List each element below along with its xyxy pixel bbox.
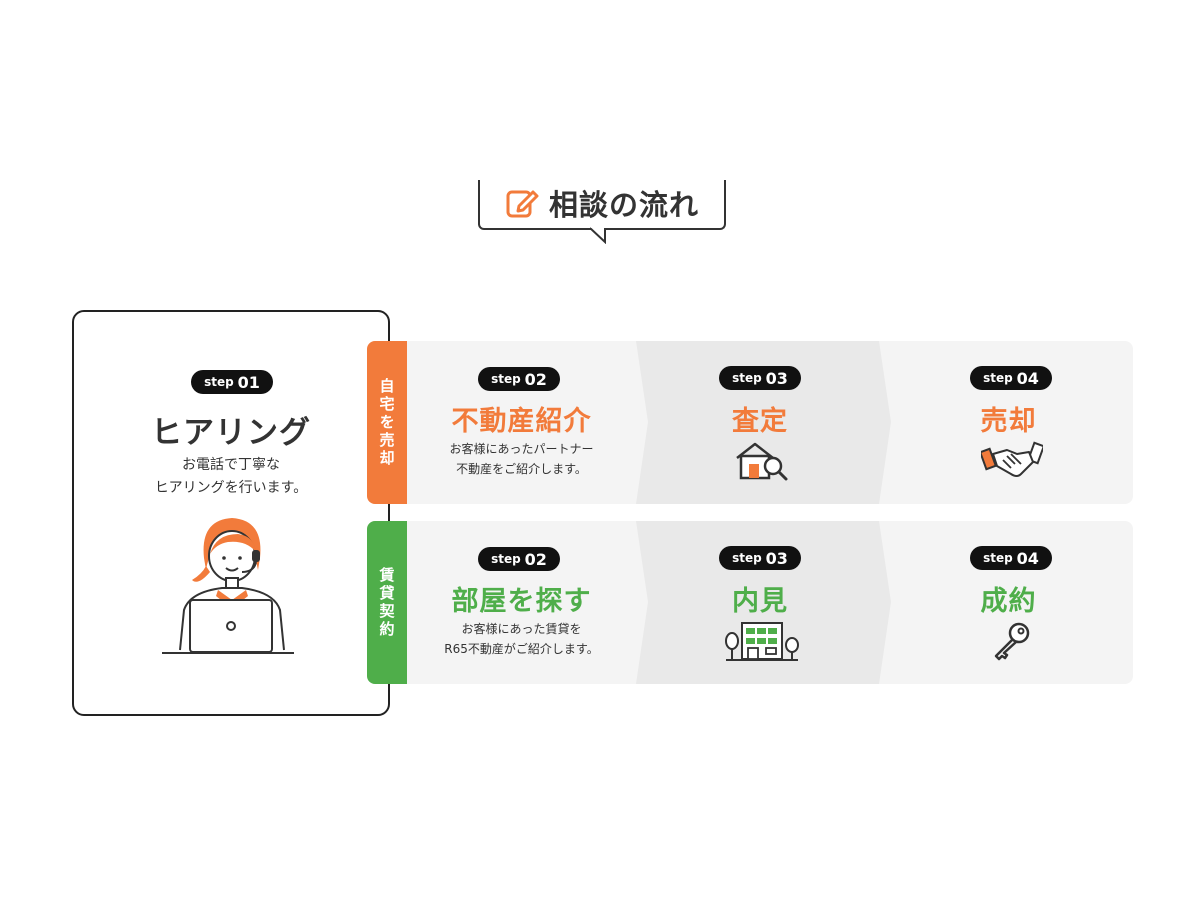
row-background — [636, 341, 891, 504]
edit-icon — [506, 190, 539, 218]
step1-card: step 01 ヒアリング お電話で丁寧な ヒアリングを行います。 — [72, 310, 390, 716]
rental-step2: step 02 部屋を探す お客様にあった賃貸を R65不動産がご紹介します。 — [407, 521, 636, 684]
rental-step2-heading: 部屋を探す — [451, 586, 592, 617]
row-background — [636, 521, 891, 684]
page-title: 相談の流れ — [548, 188, 699, 222]
step1-description: お電話で丁寧な ヒアリングを行います。 — [74, 454, 388, 500]
bubble-tail — [590, 226, 606, 244]
sell-step2-heading: 不動産紹介 — [451, 406, 592, 437]
rental-step3-badge-num: 03 — [765, 548, 788, 568]
sell-step4-heading: 売却 — [980, 406, 1037, 437]
rental-step2-line2: R65不動産がご紹介します。 — [444, 642, 599, 656]
sell-step3-badge: step 03 — [719, 366, 801, 390]
sell-step3-badge-num: 03 — [765, 368, 788, 388]
rental-step3-badge: step 03 — [719, 546, 801, 570]
sell-step4-badge-prefix: step — [983, 371, 1013, 385]
rental-step3: step 03 内見 — [636, 521, 884, 684]
rental-step3-heading: 内見 — [732, 586, 788, 617]
title-bubble: 相談の流れ — [478, 180, 726, 244]
sell-step3-heading: 査定 — [732, 406, 788, 437]
step1-desc-line2: ヒアリングを行います。 — [154, 480, 308, 496]
sell-step2-description: お客様にあったパートナー 不動産をご紹介します。 — [407, 439, 636, 479]
step1-badge: step 01 — [191, 370, 273, 394]
title-row: 相談の流れ — [480, 180, 724, 226]
rental-step4-badge-num: 04 — [1016, 548, 1039, 568]
tab-sell-home-label: 自宅を売却 — [377, 377, 396, 468]
rental-step3-badge-prefix: step — [732, 551, 762, 565]
sell-step2-badge-prefix: step — [491, 372, 521, 386]
house-search-icon — [736, 442, 788, 481]
flow-row-sell: step 02 不動産紹介 お客様にあったパートナー 不動産をご紹介します。 s… — [407, 341, 1133, 504]
step1-badge-prefix: step — [204, 375, 234, 389]
rental-step2-line1: お客様にあった賃貸を — [461, 622, 582, 636]
step1-heading: ヒアリング — [151, 415, 311, 451]
tab-rental-contract: 賃貸契約 — [367, 521, 407, 684]
rental-step2-description: お客様にあった賃貸を R65不動産がご紹介します。 — [407, 619, 636, 659]
sell-step4: step 04 売却 — [884, 341, 1133, 504]
tab-rental-contract-label: 賃貸契約 — [377, 566, 396, 639]
operator-illustration — [162, 518, 294, 654]
rental-step4-badge-prefix: step — [983, 551, 1013, 565]
sell-step3: step 03 査定 — [636, 341, 884, 504]
tab-sell-home: 自宅を売却 — [367, 341, 407, 504]
sell-step4-badge: step 04 — [970, 366, 1052, 390]
handshake-icon — [981, 441, 1043, 477]
step1-desc-line1: お電話で丁寧な — [182, 457, 280, 473]
step1-badge-num: 01 — [237, 372, 260, 392]
rental-step2-badge-num: 02 — [524, 549, 547, 569]
rental-step4-badge: step 04 — [970, 546, 1052, 570]
sell-step2-line1: お客様にあったパートナー — [449, 442, 594, 456]
rental-step2-badge-prefix: step — [491, 552, 521, 566]
sell-step2-badge: step 02 — [478, 367, 560, 391]
rental-step4-heading: 成約 — [980, 586, 1037, 617]
sell-step3-badge-prefix: step — [732, 371, 762, 385]
rental-step2-badge: step 02 — [478, 547, 560, 571]
sell-step2-badge-num: 02 — [524, 369, 547, 389]
sell-step2-line2: 不動産をご紹介します。 — [456, 462, 587, 476]
sell-step2: step 02 不動産紹介 お客様にあったパートナー 不動産をご紹介します。 — [407, 341, 636, 504]
flow-row-rental: step 02 部屋を探す お客様にあった賃貸を R65不動産がご紹介します。 … — [407, 521, 1133, 684]
rental-step4: step 04 成約 — [884, 521, 1133, 684]
key-icon — [994, 622, 1030, 661]
building-icon — [725, 622, 799, 661]
sell-step4-badge-num: 04 — [1016, 368, 1039, 388]
